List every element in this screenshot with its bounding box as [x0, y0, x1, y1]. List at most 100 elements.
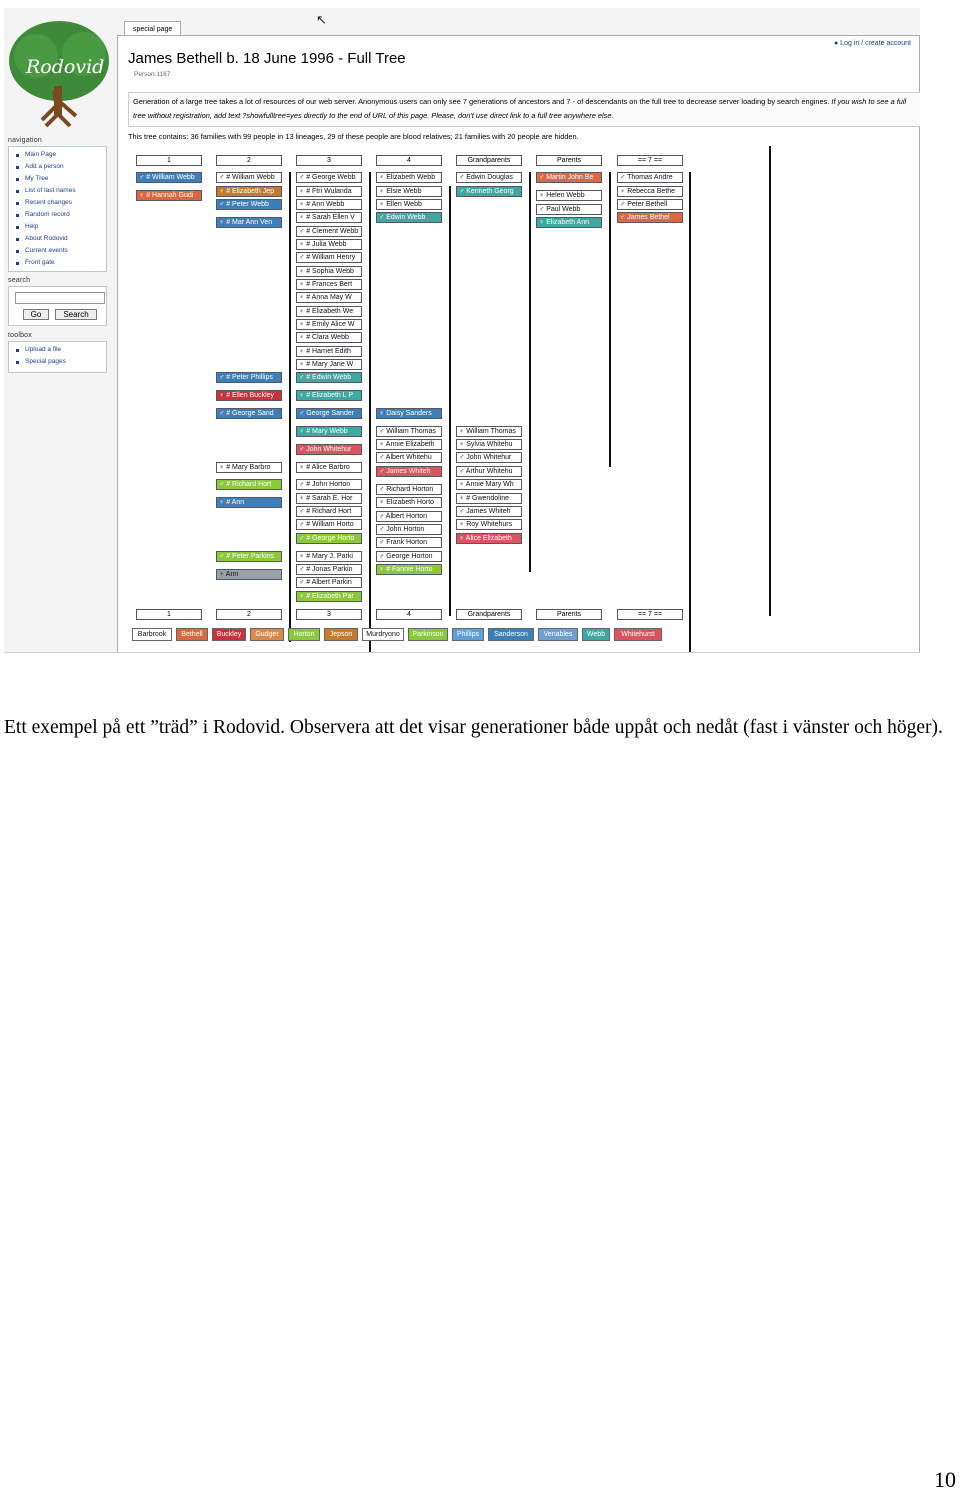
- person-node[interactable]: ♂ # George Horto: [296, 533, 362, 544]
- search-input[interactable]: [15, 292, 105, 304]
- legend-barbrook[interactable]: Barbrook: [132, 628, 172, 641]
- person-node[interactable]: ♀ # Anna May W: [296, 292, 362, 303]
- legend-gudger[interactable]: Gudger: [250, 628, 284, 641]
- person-node[interactable]: ♂ John Whitehur: [456, 452, 522, 463]
- person-node[interactable]: ♀ Annie Mary Wh: [456, 479, 522, 490]
- person-node[interactable]: ♀ Elizabeth Webb: [376, 172, 442, 183]
- person-node[interactable]: ♂ # George Webb: [296, 172, 362, 183]
- toolbox-item[interactable]: Special pages: [9, 356, 106, 368]
- person-node[interactable]: ♀ # Mary Barbro: [216, 462, 282, 473]
- nav-item[interactable]: My Tree: [9, 173, 106, 185]
- person-node[interactable]: ♂ # William Horto: [296, 519, 362, 530]
- person-node[interactable]: ♂ # Peter Parkins: [216, 551, 282, 562]
- person-node[interactable]: ♂ Albert Horton: [376, 511, 442, 522]
- person-node[interactable]: ♂ John Horton: [376, 524, 442, 535]
- person-node[interactable]: ♀ # Ann: [216, 497, 282, 508]
- nav-item[interactable]: Add a person: [9, 161, 106, 173]
- person-node[interactable]: ♂ Edwin Douglas: [456, 172, 522, 183]
- search-button[interactable]: Search: [55, 309, 97, 320]
- person-node[interactable]: ♀ # Ann Webb: [296, 199, 362, 210]
- toolbox-item[interactable]: Upload a file: [9, 344, 106, 356]
- person-node[interactable]: ♀ Ann: [216, 569, 282, 580]
- legend-murdryono[interactable]: Murdryono: [362, 628, 404, 641]
- person-node[interactable]: ♂ # William Webb: [136, 172, 202, 183]
- nav-item[interactable]: About Rodovid: [9, 233, 106, 245]
- person-node[interactable]: ♀ # Mary Webb: [296, 426, 362, 437]
- legend-bethell[interactable]: Bethell: [176, 628, 208, 641]
- person-node[interactable]: ♂ Kenneth Georg: [456, 186, 522, 197]
- person-node[interactable]: ♂ Richard Horton: [376, 484, 442, 495]
- rodovid-logo[interactable]: Rodovid: [6, 16, 112, 128]
- legend-venables[interactable]: Venables: [538, 628, 578, 641]
- person-node[interactable]: ♂ Albert Whitehu: [376, 452, 442, 463]
- person-node[interactable]: ♀ # Clara Webb: [296, 332, 362, 343]
- person-node[interactable]: ♀ # Frances Bert: [296, 279, 362, 290]
- person-node[interactable]: ♂ # William Henry: [296, 252, 362, 263]
- person-node[interactable]: ♀ # Gwendoline: [456, 493, 522, 504]
- person-node[interactable]: ♂ Paul Webb: [536, 204, 602, 215]
- person-node[interactable]: ♀ # Harriet Edith: [296, 346, 362, 357]
- person-node[interactable]: ♀ # Mar Ann Ven: [216, 217, 282, 228]
- nav-item[interactable]: Random record: [9, 209, 106, 221]
- nav-item[interactable]: List of last names: [9, 185, 106, 197]
- person-node[interactable]: ♀ # Mary Jane W: [296, 359, 362, 370]
- person-node[interactable]: ♀ # Fannie Horto: [376, 564, 442, 575]
- person-node[interactable]: ♀ # Sarah E. Hor: [296, 493, 362, 504]
- person-node[interactable]: ♀ # Elizabeth L P: [296, 390, 362, 401]
- person-node[interactable]: ♀ Sylvia Whitehu: [456, 439, 522, 450]
- person-node[interactable]: ♀ # Elizabeth Jep: [216, 186, 282, 197]
- person-node[interactable]: ♂ # Jonas Parkin: [296, 564, 362, 575]
- legend-jepson[interactable]: Jepson: [324, 628, 358, 641]
- person-node[interactable]: ♂ John Whitehur: [296, 444, 362, 455]
- person-node[interactable]: ♂ # Richard Hort: [216, 479, 282, 490]
- person-node[interactable]: ♂ Thomas Andre: [617, 172, 683, 183]
- legend-parkinson[interactable]: Parkinson: [408, 628, 448, 641]
- person-node[interactable]: ♂ # William Webb: [216, 172, 282, 183]
- legend-phillips[interactable]: Phillips: [452, 628, 484, 641]
- person-node[interactable]: ♀ # Alice Barbro: [296, 462, 362, 473]
- person-node[interactable]: ♀ Daisy Sanders: [376, 408, 442, 419]
- nav-item[interactable]: Main Page: [9, 149, 106, 161]
- person-node[interactable]: ♀ # Sarah Ellen V: [296, 212, 362, 223]
- person-node[interactable]: ♀ # Hannah Gudi: [136, 190, 202, 201]
- person-node[interactable]: ♂ # Edwin Webb: [296, 372, 362, 383]
- person-node[interactable]: ♀ Elizabeth Ann: [536, 217, 602, 228]
- person-node[interactable]: ♂ Peter Bethell: [617, 199, 683, 210]
- person-node[interactable]: ♂ Arthur Whitehu: [456, 466, 522, 477]
- person-node[interactable]: ♀ Annie Elizabeth: [376, 439, 442, 450]
- nav-item[interactable]: Recent changes: [9, 197, 106, 209]
- go-button[interactable]: Go: [23, 309, 49, 320]
- person-node[interactable]: ♂ # Clement Webb: [296, 226, 362, 237]
- person-node[interactable]: ♂ # Peter Phillips: [216, 372, 282, 383]
- person-node[interactable]: ♀ William Thomas: [456, 426, 522, 437]
- person-node[interactable]: ♀ Elizabeth Horto: [376, 497, 442, 508]
- person-node[interactable]: ♀ # Sophia Webb: [296, 266, 362, 277]
- person-node[interactable]: ♂ James Bethel: [617, 212, 683, 223]
- legend-horton[interactable]: Horton: [288, 628, 320, 641]
- person-node[interactable]: ♀ Elsie Webb: [376, 186, 442, 197]
- person-node[interactable]: ♀ Ellen Webb: [376, 199, 442, 210]
- person-node[interactable]: ♂ Edwin Webb: [376, 212, 442, 223]
- person-node[interactable]: ♂ # Richard Hort: [296, 506, 362, 517]
- person-node[interactable]: ♂ Martin John Be: [536, 172, 602, 183]
- person-node[interactable]: ♂ # John Horton: [296, 479, 362, 490]
- person-node[interactable]: ♀ Helen Webb: [536, 190, 602, 201]
- login-link[interactable]: ● Log in / create account: [834, 40, 911, 47]
- nav-item[interactable]: Current events: [9, 245, 106, 257]
- person-node[interactable]: ♀ # Elizabeth We: [296, 306, 362, 317]
- nav-item[interactable]: Help: [9, 221, 106, 233]
- person-node[interactable]: ♂ # Albert Parkin: [296, 577, 362, 588]
- person-node[interactable]: ♀ # Ellen Buckley: [216, 390, 282, 401]
- person-node[interactable]: ♂ Frank Horton: [376, 537, 442, 548]
- person-node[interactable]: ♀ # Elizabeth Par: [296, 591, 362, 602]
- legend-webb[interactable]: Webb: [582, 628, 610, 641]
- person-node[interactable]: ♀ # Julia Webb: [296, 239, 362, 250]
- person-node[interactable]: ♂ # Peter Webb: [216, 199, 282, 210]
- person-node[interactable]: ♀ # Emily Alice W: [296, 319, 362, 330]
- person-node[interactable]: ♀ Roy Whitehurs: [456, 519, 522, 530]
- nav-item[interactable]: Front gate: [9, 257, 106, 269]
- person-node[interactable]: ♂ George Horton: [376, 551, 442, 562]
- person-node[interactable]: ♀ Alice Elizabeth: [456, 533, 522, 544]
- person-node[interactable]: ♀ Rebecca Bethe: [617, 186, 683, 197]
- person-node[interactable]: ♂ William Thomas: [376, 426, 442, 437]
